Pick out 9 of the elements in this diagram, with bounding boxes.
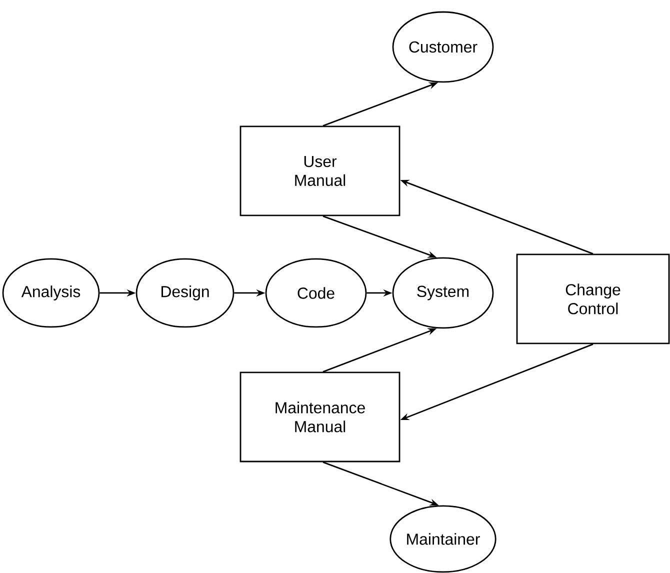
ellipse-node: Maintainer: [390, 505, 496, 573]
ellipse-node: System: [392, 257, 494, 329]
ellipse-node: Design: [136, 258, 234, 328]
ellipse-node: Code: [265, 258, 367, 328]
ellipse-node: Analysis: [2, 258, 100, 328]
document-box: Maintenance Manual: [240, 372, 400, 462]
document-box: Change Control: [516, 254, 670, 344]
document-box: User Manual: [240, 126, 400, 216]
ellipse-node: Customer: [392, 11, 494, 83]
